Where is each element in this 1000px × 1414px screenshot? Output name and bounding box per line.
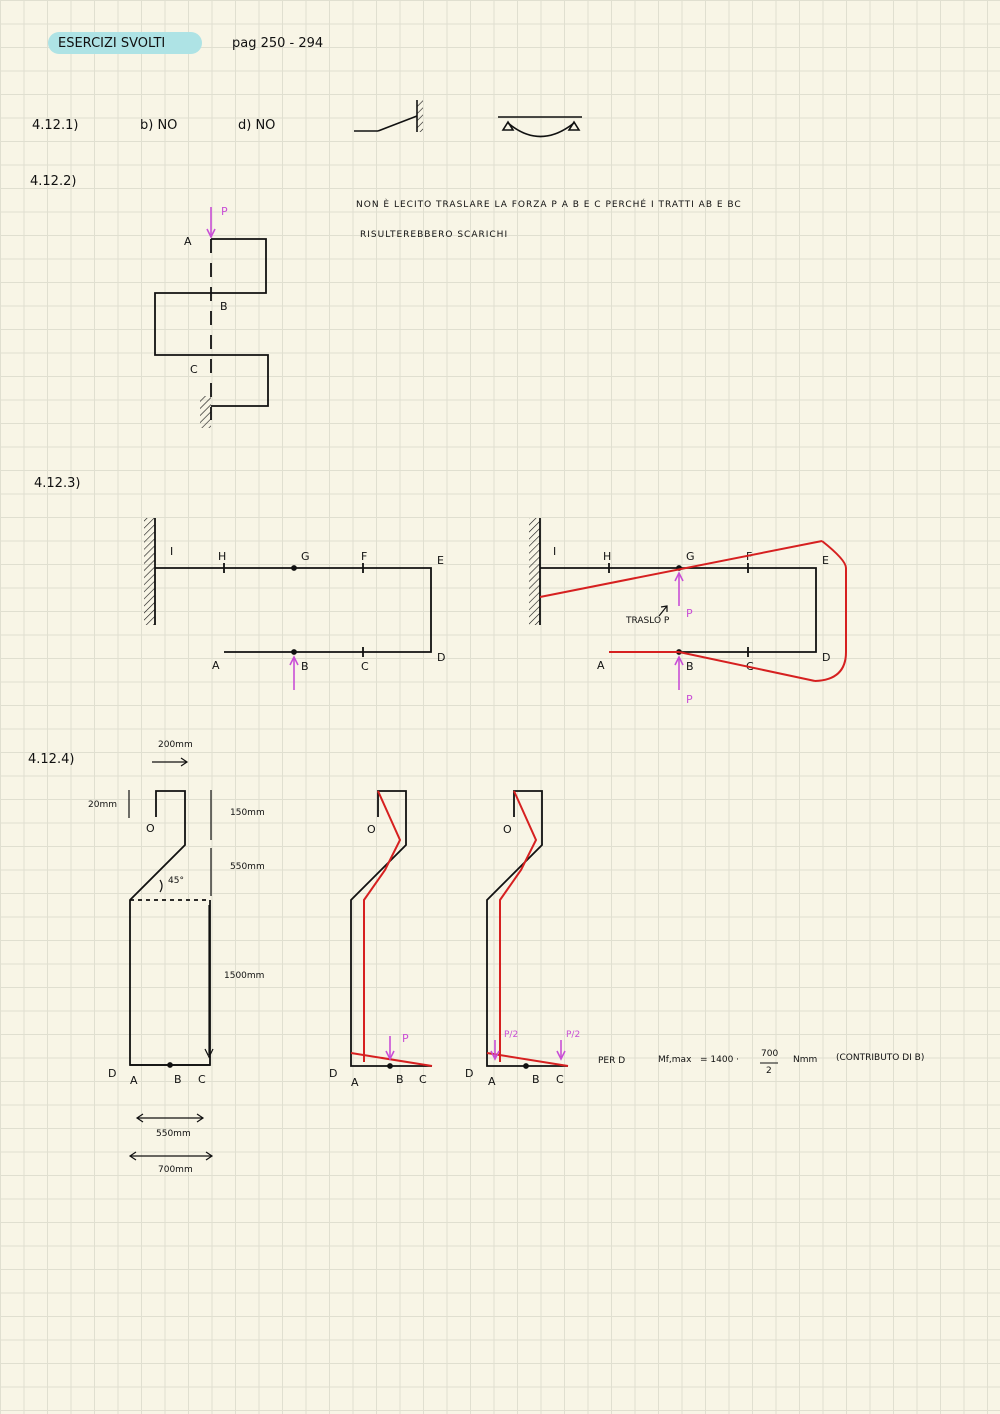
ex3-right-point-e: E <box>822 554 829 567</box>
ex4-dim-700: 700mm <box>158 1165 193 1175</box>
ex4-fig2-point-a: A <box>351 1076 359 1089</box>
ex4-fig3-moment-diagram <box>486 790 569 1067</box>
ex3-right-point-b: B <box>686 660 694 673</box>
title-highlight <box>48 32 202 54</box>
ex4-dim-150: 150mm <box>230 808 265 818</box>
ex2-force-p-label: P <box>221 205 228 218</box>
ex4-fig1-point-b: B <box>174 1073 182 1086</box>
ex4-fig2-point-d: D <box>329 1067 338 1080</box>
ex4-fig2-force-arrow <box>385 1036 395 1061</box>
ex3-annotation: TRASLO P <box>626 616 670 626</box>
ex3-right-frame <box>529 518 817 657</box>
ex4-fig3-force-p2-right: P/2 <box>566 1030 581 1040</box>
ex3-left-point-b: B <box>301 660 309 673</box>
ex2-force-p-arrow <box>206 207 216 239</box>
ex4-fig3-point-o: O <box>503 823 512 836</box>
formula-mfmax: Mf,max <box>658 1055 692 1065</box>
ex4-angle: 45° <box>168 876 184 886</box>
formula-numerator: 700 <box>761 1049 779 1059</box>
ex4-fig1-shape <box>129 790 211 1068</box>
ex3-left-point-h: H <box>218 550 227 563</box>
formula-denominator: 2 <box>766 1066 772 1076</box>
ex3-left-point-f: F <box>361 550 368 563</box>
ex3-left-point-i: I <box>170 545 174 558</box>
ex3-annotation-arrow <box>658 605 668 617</box>
ex2-point-a: A <box>184 235 192 248</box>
ex4-fig2-force-p: P <box>402 1032 409 1045</box>
ex1-answer-d: d) NO <box>238 118 276 133</box>
ex4-fig1-point-o: O <box>146 822 155 835</box>
ex3-right-point-d: D <box>822 651 831 664</box>
ex3-left-point-e: E <box>437 554 444 567</box>
ex3-left-point-g: G <box>301 550 310 563</box>
ex1-label: 4.12.1) <box>32 118 79 133</box>
formula-per-d: PER D <box>598 1056 626 1066</box>
ex4-fig3-point-d: D <box>465 1067 474 1080</box>
ex4-fig1-point-c: C <box>198 1073 206 1086</box>
ex4-dim-550: 550mm <box>230 862 265 872</box>
ex4-fig3-point-c: C <box>556 1073 564 1086</box>
ex4-fig1-dimensions <box>128 757 214 1161</box>
ex4-fig3-point-b: B <box>532 1073 540 1086</box>
formula-note: (CONTRIBUTO DI B) <box>836 1053 925 1063</box>
ex4-fig2-point-o: O <box>367 823 376 836</box>
ex4-dim-550-bottom: 550mm <box>156 1129 191 1139</box>
ex3-right-point-a: A <box>597 659 605 672</box>
ex4-fig1-point-d: D <box>108 1067 117 1080</box>
ex1-simply-supported-arc-sketch <box>498 116 582 138</box>
ex3-left-point-a: A <box>212 659 220 672</box>
formula-eq: = 1400 · <box>700 1055 740 1065</box>
ex4-fig2-point-c: C <box>419 1073 427 1086</box>
ex4-fig1-point-a: A <box>130 1074 138 1087</box>
ex3-right-point-h: H <box>603 550 612 563</box>
page-title: ESERCIZI SVOLTI <box>58 36 166 51</box>
page-range: pag 250 - 294 <box>232 36 324 51</box>
ex3-right-point-i: I <box>553 545 557 558</box>
ex2-label: 4.12.2) <box>30 174 77 189</box>
ex4-dim-20: 20mm <box>88 800 117 810</box>
ex3-right-force-arrows <box>674 571 684 690</box>
ex4-fig2-moment-diagram <box>350 790 433 1067</box>
ex2-frame <box>154 238 269 428</box>
ex1-answer-b: b) NO <box>140 118 178 133</box>
ex3-left-frame <box>144 518 432 657</box>
ex2-note-line1: NON È LECITO TRASLARE LA FORZA P A B E C… <box>356 200 742 210</box>
ex3-right-point-f: F <box>746 550 753 563</box>
formula-unit: Nmm <box>793 1055 818 1065</box>
ex2-point-c: C <box>190 363 198 376</box>
ex4-fig3-point-a: A <box>488 1075 496 1088</box>
ex3-label: 4.12.3) <box>34 476 81 491</box>
ex4-label: 4.12.4) <box>28 752 75 767</box>
ex4-dim-1500: 1500mm <box>224 971 265 981</box>
ex3-right-point-g: G <box>686 550 695 563</box>
ex3-force-p-upper: P <box>686 607 693 620</box>
ex4-fig3-force-arrows <box>490 1040 566 1061</box>
ex2-note-line2: RISULTEREBBERO SCARICHI <box>360 230 509 240</box>
ex4-dim-200: 200mm <box>158 740 193 750</box>
ex3-left-point-d: D <box>437 651 446 664</box>
ex3-left-force-arrow <box>289 655 299 690</box>
ex4-fig2-point-b: B <box>396 1073 404 1086</box>
ex2-point-b: B <box>220 300 228 313</box>
ex3-right-moment-diagram <box>539 540 847 682</box>
ex4-fig3-force-p2-left: P/2 <box>504 1030 519 1040</box>
ex3-left-point-c: C <box>361 660 369 673</box>
ex3-force-p-lower: P <box>686 693 693 706</box>
ex1-fixed-support-sketch <box>354 100 423 132</box>
